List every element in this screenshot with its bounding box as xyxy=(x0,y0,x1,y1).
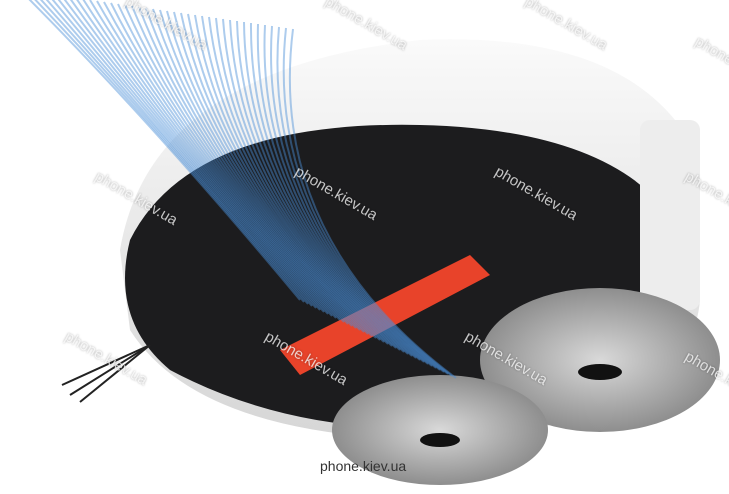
airflow-line xyxy=(187,13,397,349)
airflow-line xyxy=(57,0,321,311)
airflow-line xyxy=(263,24,441,371)
airflow-line xyxy=(282,27,453,377)
airflow-line xyxy=(194,14,401,351)
airflow-line xyxy=(215,17,413,357)
airflow-line xyxy=(159,9,381,341)
airflow-line xyxy=(34,0,305,303)
airflow-line xyxy=(89,0,341,321)
airflow-line xyxy=(229,19,421,361)
airflow-line xyxy=(28,0,301,301)
mop-pad-right xyxy=(480,288,720,432)
airflow-line xyxy=(236,20,425,363)
airflow-line xyxy=(288,28,457,379)
airflow-line xyxy=(117,3,357,329)
airflow-line xyxy=(45,0,313,307)
airflow-line xyxy=(51,0,317,309)
airflow-line xyxy=(110,2,353,327)
airflow-line xyxy=(76,0,333,317)
airflow-line xyxy=(249,22,433,367)
airflow-line xyxy=(138,6,369,335)
side-brush xyxy=(61,344,151,403)
robot-bumper xyxy=(640,120,700,310)
airflow-line xyxy=(124,4,361,331)
airflow-line xyxy=(166,10,385,343)
airflow-line xyxy=(69,0,329,315)
airflow-line xyxy=(152,8,377,339)
roller-brush xyxy=(280,255,490,375)
airflow-line xyxy=(39,0,309,305)
airflow-line xyxy=(201,15,405,353)
caption-watermark: phone.kiev.ua xyxy=(320,458,407,474)
airflow-line xyxy=(103,1,349,325)
airflow-lines xyxy=(28,0,457,379)
airflow-line xyxy=(82,0,337,319)
mop-pad-left xyxy=(332,375,548,485)
airflow-line xyxy=(173,11,389,345)
airflow-line xyxy=(180,12,393,347)
airflow-line xyxy=(96,0,345,323)
airflow-line xyxy=(208,16,409,355)
airflow-line xyxy=(131,5,365,333)
airflow-line xyxy=(222,18,417,359)
airflow-line xyxy=(243,21,429,365)
airflow-line xyxy=(145,7,373,337)
airflow-line xyxy=(63,0,325,313)
airflow-line xyxy=(256,23,437,369)
airflow-line xyxy=(276,26,449,375)
airflow-line xyxy=(270,25,445,373)
